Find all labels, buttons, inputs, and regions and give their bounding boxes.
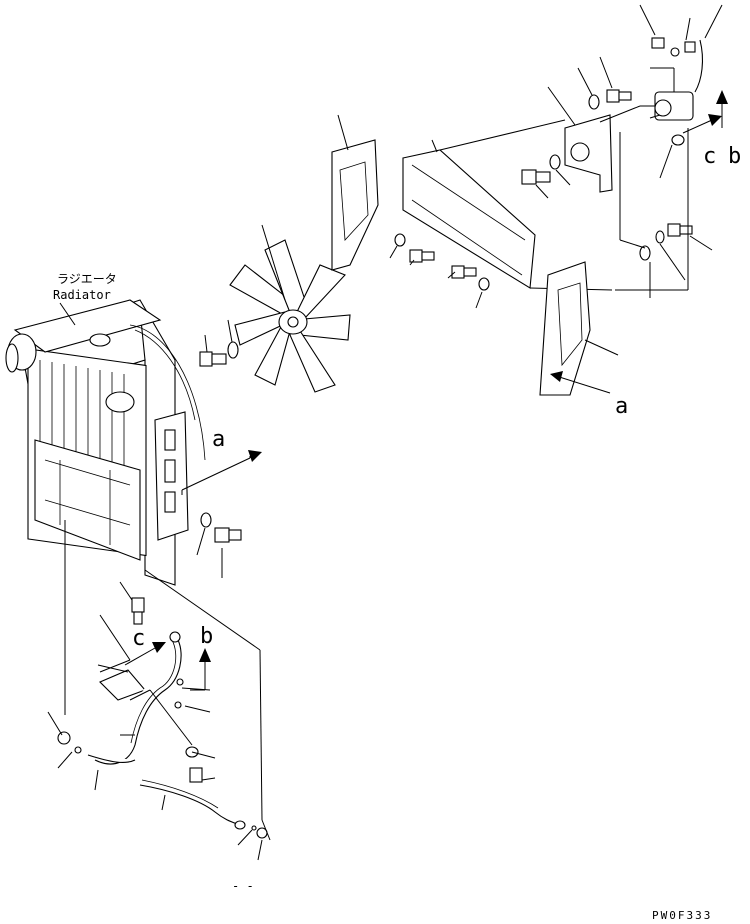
ref-arrow-c-right bbox=[682, 114, 722, 134]
ref-arrow-b-right bbox=[716, 90, 728, 128]
bracket-bolts bbox=[521, 128, 713, 298]
radiator-caption-en: Radiator bbox=[53, 288, 111, 302]
valve-bracket bbox=[547, 86, 613, 193]
radiator-side-bolt bbox=[196, 512, 242, 578]
dash-mark: - - bbox=[232, 879, 254, 893]
ref-arrow-a-right bbox=[550, 371, 611, 394]
lower-hose-group bbox=[47, 581, 271, 861]
ref-label-c-left: c bbox=[132, 626, 145, 651]
valve-fittings bbox=[639, 4, 723, 179]
cooling-fan bbox=[229, 224, 351, 393]
ref-label-b-right: b bbox=[728, 144, 741, 169]
valve-body bbox=[599, 91, 694, 123]
ref-label-a-right: a bbox=[615, 394, 628, 419]
frame-bolts bbox=[389, 233, 490, 309]
ref-label-b-left: b bbox=[200, 624, 213, 649]
valve-bolts-top bbox=[577, 56, 632, 110]
shroud-panel-right bbox=[539, 261, 619, 396]
ref-arrow-c-left bbox=[124, 642, 166, 666]
ref-arrow-a-left bbox=[181, 450, 262, 495]
ref-label-a-left: a bbox=[212, 427, 225, 452]
figure-code: PW0F333 bbox=[652, 909, 712, 922]
radiator-caption-jp: ラジエータ bbox=[57, 272, 117, 286]
fan-bolt bbox=[199, 319, 239, 367]
ref-arrow-b-left bbox=[190, 648, 211, 691]
radiator-assembly bbox=[5, 299, 263, 821]
shroud-panel-left bbox=[331, 114, 379, 271]
ref-label-c-right: c bbox=[703, 144, 716, 169]
